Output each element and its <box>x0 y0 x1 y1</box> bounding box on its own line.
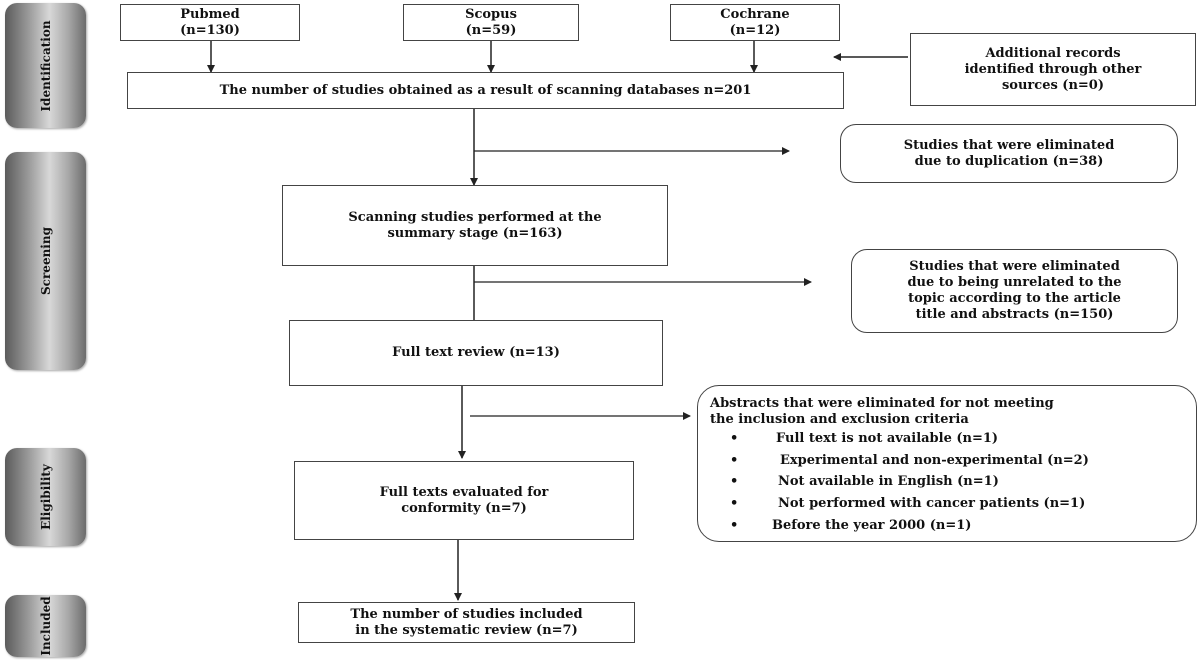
stage-identification: Identification <box>5 3 86 128</box>
excluded-abstracts-title-line-2: the inclusion and exclusion criteria <box>710 412 969 427</box>
excluded-abstracts-box: Abstracts that were eliminated for not m… <box>697 385 1197 542</box>
conformity-box: Full texts evaluated for conformity (n=7… <box>294 461 634 540</box>
summary-stage-box: Scanning studies performed at the summar… <box>282 185 668 266</box>
cochrane-box: Cochrane (n=12) <box>670 4 840 41</box>
duplicates-box: Studies that were eliminated due to dupl… <box>840 124 1178 183</box>
exclusion-item: • Before the year 2000 (n=1) <box>698 518 1188 534</box>
bullet-icon: • <box>730 453 739 468</box>
unrelated-line-2: due to being unrelated to the <box>907 275 1122 290</box>
pubmed-count: (n=130) <box>180 22 240 38</box>
scopus-count: (n=59) <box>465 22 517 38</box>
bullet-icon: • <box>730 518 739 533</box>
duplicates-line-1: Studies that were eliminated <box>903 137 1115 153</box>
additional-records-line-1: Additional records <box>985 45 1121 61</box>
stage-eligibility: Eligibility <box>5 448 86 546</box>
exclusion-item: • Full text is not available (n=1) <box>698 431 1188 447</box>
excluded-abstracts-title-line-1: Abstracts that were eliminated for not m… <box>710 396 1054 411</box>
stage-screening: Screening <box>5 152 86 370</box>
unrelated-line-3: topic according to the article <box>908 291 1121 306</box>
bullet-icon: • <box>730 431 739 446</box>
exclusion-item: • Not performed with cancer patients (n=… <box>698 496 1188 512</box>
unrelated-box: Studies that were eliminated due to bein… <box>851 249 1178 333</box>
additional-records-line-2: identified through other <box>964 61 1142 77</box>
scopus-box: Scopus (n=59) <box>403 4 579 41</box>
additional-records-box: Additional records identified through ot… <box>910 33 1196 106</box>
conformity-line-2: conformity (n=7) <box>401 500 527 516</box>
exclusion-item: • Not available in English (n=1) <box>698 474 1188 490</box>
exclusion-item: • Experimental and non-experimental (n=2… <box>698 453 1188 469</box>
exclusion-item-text: Not performed with cancer patients (n=1) <box>778 496 1086 511</box>
exclusion-item-text: Full text is not available (n=1) <box>776 431 999 446</box>
conformity-line-1: Full texts evaluated for <box>379 484 549 500</box>
cochrane-count: (n=12) <box>729 22 781 38</box>
stage-included: Included <box>5 595 86 657</box>
additional-records-line-3: sources (n=0) <box>1001 77 1104 93</box>
unrelated-line-1: Studies that were eliminated <box>909 259 1120 274</box>
unrelated-line-4: title and abstracts (n=150) <box>915 307 1114 322</box>
bullet-icon: • <box>730 474 739 489</box>
summary-stage-line-1: Scanning studies performed at the <box>348 209 602 225</box>
exclusion-item-text: Before the year 2000 (n=1) <box>772 518 972 533</box>
scopus-name: Scopus <box>465 6 517 22</box>
exclusion-item-text: Not available in English (n=1) <box>778 474 999 489</box>
pubmed-name: Pubmed <box>180 6 240 22</box>
included-studies-line-2: in the systematic review (n=7) <box>355 622 578 638</box>
bullet-icon: • <box>730 496 739 511</box>
exclusion-item-text: Experimental and non-experimental (n=2) <box>780 453 1089 468</box>
duplicates-line-2: due to duplication (n=38) <box>914 153 1104 169</box>
databases-total-text: The number of studies obtained as a resu… <box>219 82 752 98</box>
pubmed-box: Pubmed (n=130) <box>120 4 300 41</box>
cochrane-name: Cochrane <box>720 6 790 22</box>
databases-total-box: The number of studies obtained as a resu… <box>127 72 844 109</box>
excluded-abstracts-title: Abstracts that were eliminated for not m… <box>710 396 1170 428</box>
included-studies-box: The number of studies included in the sy… <box>298 602 635 643</box>
summary-stage-line-2: summary stage (n=163) <box>387 225 563 241</box>
full-text-review-text: Full text review (n=13) <box>392 345 560 360</box>
full-text-review-box: Full text review (n=13) <box>289 320 663 386</box>
included-studies-line-1: The number of studies included <box>350 606 583 622</box>
